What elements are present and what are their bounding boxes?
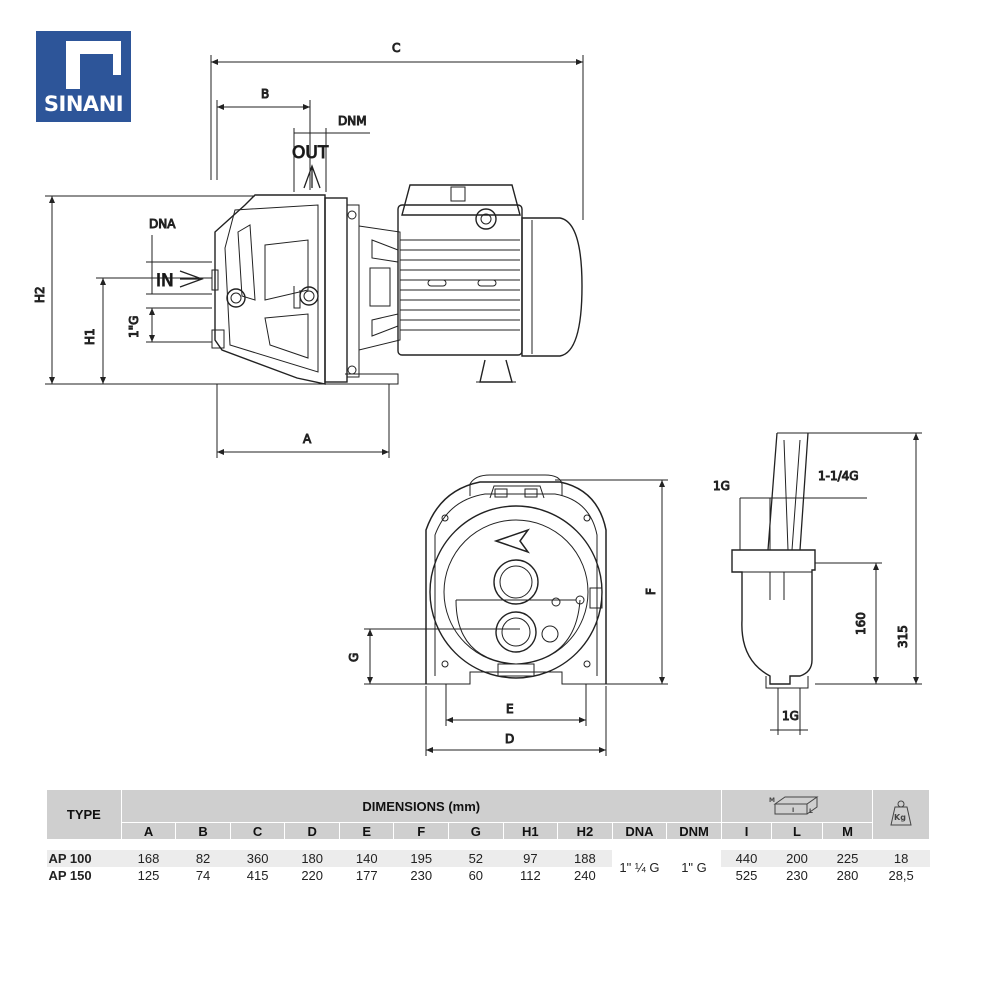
dim-g-label: G — [347, 653, 361, 662]
accessory-view — [731, 432, 922, 735]
col-m: M — [821, 822, 874, 840]
in-label: IN — [156, 271, 174, 291]
col-dna: DNA — [611, 822, 668, 840]
value-cell: 220 — [284, 867, 340, 884]
value-cell: 280 — [822, 867, 873, 884]
package-header: M I L — [720, 789, 874, 823]
out-label: OUT — [292, 143, 329, 163]
value-cell: 140 — [339, 850, 394, 867]
value-cell: 52 — [448, 850, 504, 867]
value-cell: 180 — [284, 850, 340, 867]
acc-315-label: 315 — [896, 625, 910, 648]
sinani-logo: SINANI — [36, 31, 131, 122]
dim-d-label: D — [505, 732, 514, 746]
dim-dna-label: DNA — [149, 217, 176, 231]
type-header: TYPE — [46, 789, 122, 840]
value-cell: 240 — [557, 867, 613, 884]
acc-160-label: 160 — [854, 612, 868, 635]
value-cell: 60 — [448, 867, 504, 884]
dim-h1-label: H1 — [83, 328, 97, 345]
weight-kg-icon: Kg — [890, 800, 912, 826]
value-cell: 195 — [393, 850, 449, 867]
value-cell: 82 — [175, 850, 231, 867]
package-m-letter: M — [769, 797, 775, 804]
package-l-letter: L — [809, 808, 813, 815]
value-cell: 168 — [121, 850, 176, 867]
col-a: A — [120, 822, 177, 840]
value-cell: 440 — [721, 850, 772, 867]
col-i: I — [720, 822, 773, 840]
value-cell: 360 — [230, 850, 285, 867]
value-cell: 74 — [175, 867, 231, 884]
acc-top-right-label: 1-1/4G — [818, 469, 859, 483]
dimensions-table: TYPE DIMENSIONS (mm) M I L Kg A B C D E … — [46, 789, 930, 884]
value-cell: 188 — [557, 850, 613, 867]
dna-cell: 1" ¼ G — [612, 850, 667, 884]
technical-drawing: C B DNM OUT DNA IN H2 H1 1"G A F G E D 1… — [33, 41, 922, 756]
type-cell: AP 150 — [46, 867, 122, 884]
dnm-cell: 1" G — [666, 850, 722, 884]
value-cell: 125 — [121, 867, 176, 884]
value-cell: 200 — [771, 850, 823, 867]
col-l: L — [771, 822, 823, 840]
col-e: E — [338, 822, 395, 840]
dim-c-label: C — [392, 41, 400, 55]
value-cell: 225 — [822, 850, 873, 867]
package-dimensions-icon: M I L — [769, 796, 819, 815]
side-view — [45, 55, 584, 458]
dimensions-header: DIMENSIONS (mm) — [120, 789, 722, 823]
col-g: G — [448, 822, 504, 840]
dim-h2-label: H2 — [33, 286, 47, 303]
col-b: B — [175, 822, 231, 840]
weight-unit: Kg — [894, 813, 906, 822]
col-dnm: DNM — [666, 822, 722, 840]
value-cell: 112 — [503, 867, 558, 884]
acc-bottom-label: 1G — [782, 709, 799, 723]
value-cell: 230 — [393, 867, 449, 884]
value-cell: 28,5 — [872, 867, 930, 884]
weight-header: Kg — [872, 789, 930, 840]
table-row: AP 100 168 82 360 180 140 195 52 97 188 … — [46, 850, 930, 884]
dim-e-label: E — [506, 702, 514, 716]
col-d: D — [284, 822, 340, 840]
logo-mark — [66, 41, 121, 89]
col-c: C — [229, 822, 286, 840]
dim-thread-label: 1"G — [127, 316, 141, 338]
logo-text: SINANI — [43, 92, 124, 116]
dim-a-label: A — [303, 432, 312, 446]
type-cell: AP 100 — [46, 850, 122, 867]
value-cell: 97 — [503, 850, 558, 867]
value-cell: 177 — [339, 867, 394, 884]
value-cell: 230 — [771, 867, 823, 884]
dim-dnm-label: DNM — [338, 114, 367, 128]
dim-b-label: B — [261, 87, 269, 101]
value-cell: 525 — [721, 867, 772, 884]
value-cell: 415 — [230, 867, 285, 884]
table-row: AP 150 125 74 415 220 177 230 60 112 240… — [46, 867, 930, 884]
value-cell: 18 — [872, 850, 930, 867]
col-h1: H1 — [502, 822, 559, 840]
acc-top-left-label: 1G — [713, 479, 730, 493]
col-f: F — [393, 822, 450, 840]
package-i-letter: I — [792, 807, 794, 814]
front-view — [364, 474, 668, 756]
dim-f-label: F — [644, 588, 658, 595]
col-h2: H2 — [557, 822, 613, 840]
